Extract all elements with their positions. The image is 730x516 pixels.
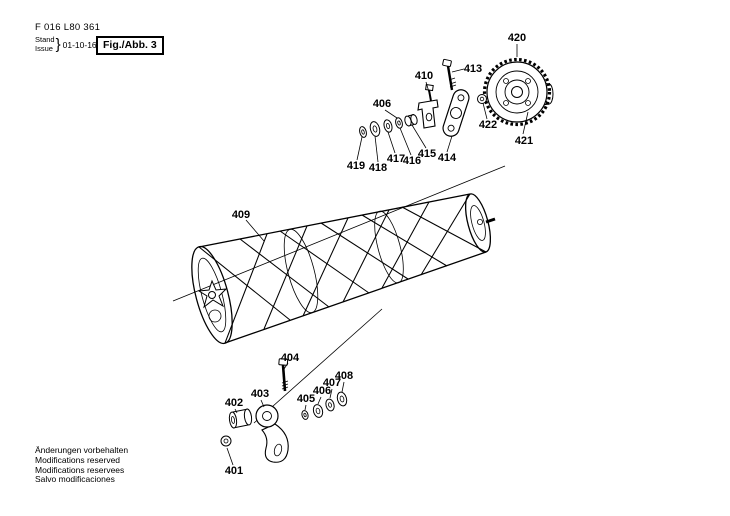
figure-label: Fig./Abb. 3 [96,36,164,55]
revision-brace: } [55,36,61,53]
callout-414: 414 [438,152,457,164]
part-number: F 016 L80 361 [35,22,101,33]
footer-notes: Änderungen vorbehalten Modifications res… [35,445,129,485]
gear-420 [482,57,552,127]
revision-block: Stand Issue } 01-10-16 [35,35,100,53]
callout-409: 409 [232,209,250,221]
reel-spiders [283,210,404,314]
leader-422 [482,102,488,120]
callout-404: 404 [281,352,300,364]
footer-note-fr: Modifications reservees [35,464,125,475]
leader-418 [374,135,379,163]
bolt-404 [278,358,289,392]
leader-lines [226,44,529,466]
leader-404 [283,362,289,370]
reel-shaft-stub [476,217,496,225]
washer-406-lower [312,404,324,418]
leader-416 [399,127,412,156]
washer-408 [336,391,348,407]
callout-405: 405 [297,393,315,405]
callout-413: 413 [464,63,482,75]
washer-417 [383,119,393,133]
leader-421 [522,111,529,135]
leader-407 [329,388,333,399]
leader-406-lower [317,396,322,405]
leader-405 [304,404,307,411]
bolt-413 [442,58,457,91]
leader-406-upper [384,109,398,119]
leader-409 [245,219,265,242]
ring-418 [369,121,381,137]
callout-421: 421 [515,135,533,147]
flange-plate-414 [442,89,470,137]
callout-408: 408 [335,370,353,382]
leader-401 [226,447,234,466]
leader-402 [234,408,238,414]
callout-403: 403 [251,388,269,400]
callout-410: 410 [415,70,433,82]
bushing-402 [228,408,253,429]
issue-label: Issue [35,43,53,53]
leader-419 [356,136,363,161]
leader-415 [411,124,427,149]
lower-assembly [220,358,348,463]
callout-417: 417 [387,153,405,165]
reel-blades [198,193,487,344]
leader-410 [425,81,432,100]
bushing-415 [404,114,418,127]
callout-416: 416 [403,155,421,167]
callout-406-lower: 406 [313,385,331,397]
reel-assembly [191,193,496,345]
leader-417 [387,131,396,154]
callout-419: 419 [347,160,365,172]
leader-408 [341,381,345,393]
callout-407: 407 [323,377,341,389]
spacer-405 [301,410,309,420]
revision-date: 01-10-16 [62,39,97,50]
callout-415: 415 [418,148,436,160]
washer-416 [395,117,403,129]
tension-arm-403 [255,404,289,463]
washer-407 [325,398,335,412]
washer-401 [220,435,232,447]
ring-419 [359,126,367,138]
callout-406-upper: 406 [373,98,391,110]
footer-note-es: Salvo modificaciones [35,474,115,485]
washer-422 [477,94,487,104]
callout-401: 401 [225,465,243,477]
revision-labels: Stand Issue [35,35,55,53]
footer-note-en: Modifications reserved [35,454,121,465]
leader-414 [446,135,453,153]
footer-note-de: Änderungen vorbehalten [35,445,129,455]
leader-403 [260,399,265,408]
callout-420: 420 [508,32,526,44]
title-block: F 016 L80 361 Stand Issue } 01-10-16 [35,22,100,53]
frame-lines [172,165,506,424]
reel-hub-star [197,279,228,323]
reel-outline [191,193,492,345]
callout-422: 422 [479,119,497,131]
stand-label: Stand [35,35,55,44]
leader-413 [451,68,465,73]
callout-402: 402 [225,397,243,409]
upper-assembly [359,57,554,138]
bearing-housing-410 [417,84,439,129]
callout-labels: 409 420 421 422 413 410 406 414 415 416 … [225,32,533,477]
callout-418: 418 [369,162,387,174]
